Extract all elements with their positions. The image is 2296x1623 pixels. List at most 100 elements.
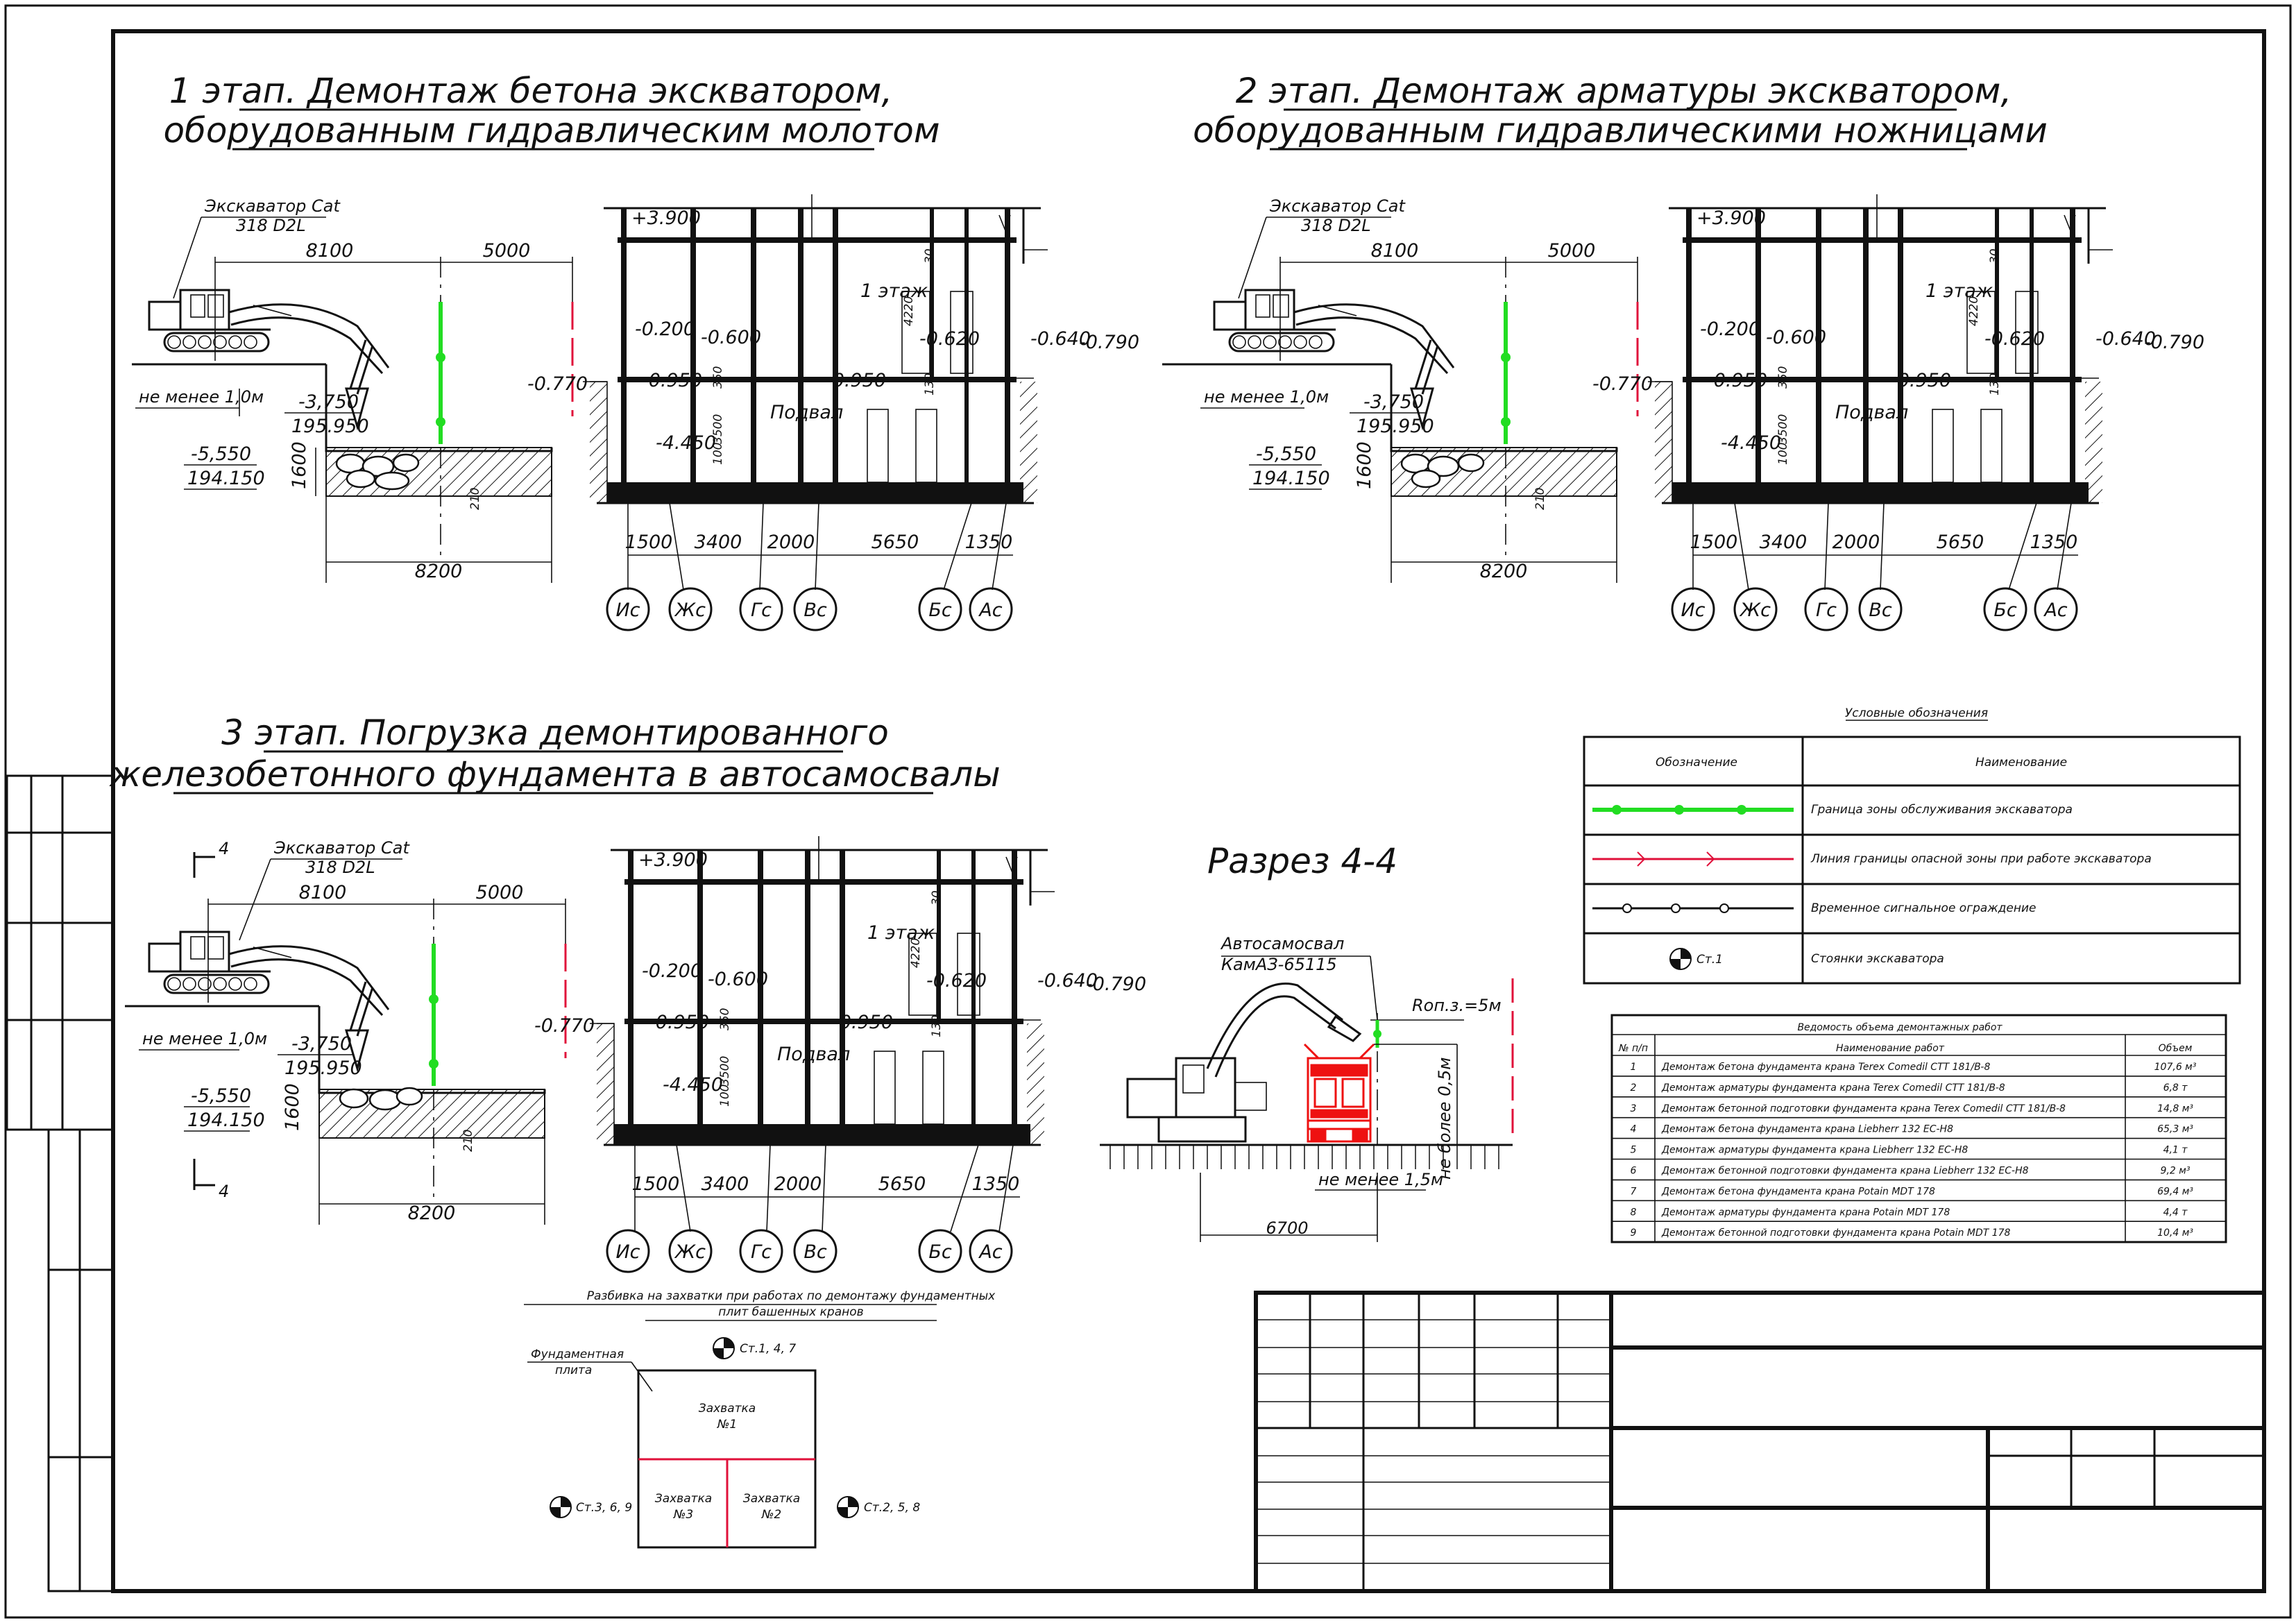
dim-4220-2: 4220 (1967, 296, 1981, 326)
level-3900-2: +3.900 (1697, 207, 1766, 229)
volumes-row-name: Демонтаж бетона фундамента крана Terex C… (1661, 1062, 1990, 1073)
dim-30-2: 30 (1988, 248, 2002, 264)
dim-4220-3: 4220 (909, 938, 923, 968)
stage1-title-line1: 1 этап. Демонтаж бетона экскватором, (169, 71, 893, 111)
truck-icon (1303, 1043, 1375, 1143)
volumes-row-num: 7 (1631, 1186, 1637, 1197)
basement-label-2: Подвал (1835, 402, 1908, 423)
level-0620-3: -0.620 (926, 970, 987, 992)
level-0770-3: -0.770 (534, 1015, 595, 1037)
dim-4220: 4220 (902, 296, 916, 326)
axis-Gs-3: Гс (751, 1241, 772, 1263)
basement-label-3: Подвал (777, 1044, 850, 1065)
span-1500-3: 1500 (632, 1173, 680, 1195)
stand-icon-147 (713, 1337, 735, 1359)
span-1500: 1500 (625, 532, 673, 553)
abs-195950: 195.950 (291, 416, 369, 437)
dim-6700: 6700 (1266, 1218, 1308, 1238)
dim-8200: 8200 (415, 561, 463, 582)
axis-Zhs-3: Жс (674, 1241, 706, 1263)
dim-210-3: 210 (461, 1130, 475, 1152)
dim-30-3: 30 (930, 890, 944, 906)
dim-3500-3: 3500 (718, 1056, 732, 1086)
volumes-row-name: Демонтаж арматуры фундамента крана Terex… (1661, 1082, 2005, 1094)
level-0950a-2: -0.950 (1707, 370, 1767, 391)
volumes-row-name: Демонтаж арматуры фундамента крана Potai… (1661, 1207, 1950, 1218)
plate-label-2: плита (555, 1363, 592, 1377)
volumes-row-num: 5 (1631, 1145, 1637, 1156)
stage2-title-line2: оборудованным гидравлическими ножницами (1193, 110, 2048, 151)
dim-350-2: 350 (1776, 366, 1790, 389)
dim-210-2: 210 (1533, 488, 1547, 510)
dim-350-3: 350 (718, 1008, 732, 1030)
dim-8200-3: 8200 (408, 1203, 456, 1224)
dim-8100-2: 8100 (1371, 240, 1419, 262)
span-1350-3: 1350 (972, 1173, 1020, 1195)
span-2000-2: 2000 (1832, 532, 1880, 553)
span-1500-2: 1500 (1690, 532, 1738, 553)
axis-Gs: Гс (751, 600, 772, 621)
level-0640: -0.640 (1030, 328, 1091, 350)
left-margin-stamp (6, 774, 114, 1592)
z2-label: Захватка (743, 1492, 800, 1506)
level-0200-2: -0.200 (1700, 318, 1760, 340)
dim-130-2: 130 (1988, 373, 2002, 396)
dim-8100: 8100 (306, 240, 354, 262)
axis-Zhs: Жс (674, 600, 706, 621)
rop-label: Rоп.з.=5м (1412, 996, 1502, 1015)
axis-Vs-2: Вс (1869, 600, 1892, 621)
dim-1600-3: 1600 (282, 1083, 303, 1131)
level-0790: -0.790 (1079, 332, 1139, 353)
stand-147: Ст.1, 4, 7 (740, 1342, 796, 1356)
level-4450-2: -4.450 (1721, 432, 1781, 454)
abs-194150: 194.150 (187, 468, 265, 489)
level-4450: -4.450 (656, 432, 716, 454)
section-4-4: Разрез 4-4 (1100, 841, 1514, 1242)
axis-Is-2: Ис (1681, 600, 1705, 621)
excavator-model-3: 318 D2L (305, 858, 375, 877)
volumes-row-volume: 6,8 т (2163, 1082, 2188, 1094)
floor1-label: 1 этаж (860, 280, 928, 302)
zahvatki-scheme: Разбивка на захватки при работах по демо… (524, 1289, 996, 1549)
axis-Is: Ис (615, 600, 640, 621)
stage1-title-line2: оборудованным гидравлическим молотом (163, 110, 939, 151)
abs-195950-2: 195.950 (1357, 416, 1434, 437)
level-3900: +3.900 (631, 207, 701, 229)
dim-210: 210 (468, 488, 482, 510)
axis-Is-3: Ис (615, 1241, 640, 1263)
z3-label: Захватка (655, 1492, 712, 1506)
level-0600: -0.600 (701, 327, 761, 348)
stage3-drawing: Экскаватор Cat 318 D2L 4 4 8100 5000 не … (125, 835, 1146, 1273)
excavator-model: 318 D2L (236, 216, 306, 235)
volumes-row-num: 2 (1631, 1082, 1637, 1094)
excavator-model-2: 318 D2L (1301, 216, 1371, 235)
dim-100: 100 (711, 443, 725, 465)
volumes-row-name: Демонтаж бетонной подготовки фундамента … (1661, 1103, 2066, 1114)
dim-5000-3: 5000 (476, 882, 524, 903)
axis-Zhs-2: Жс (1739, 600, 1771, 621)
level-5550-3: -5,550 (191, 1085, 251, 1107)
not-less-label-2: не менее 1,0м (1204, 387, 1329, 407)
axis-Bs-3: Бс (928, 1241, 952, 1263)
volumes-title: Ведомость объема демонтажных работ (1797, 1022, 2002, 1033)
floor1-label-2: 1 этаж (1925, 280, 1993, 302)
level-0600-2: -0.600 (1766, 327, 1826, 348)
legend-row-stands: Стоянки экскаватора (1811, 952, 1944, 966)
level-3750: -3,750 (298, 391, 359, 413)
level-0770-2: -0.770 (1592, 373, 1653, 395)
volumes-row-num: 8 (1631, 1207, 1637, 1218)
dim-130-3: 130 (930, 1015, 944, 1037)
zahvatki-title-2: плит башенных кранов (718, 1305, 863, 1319)
level-0950a: -0.950 (642, 370, 702, 391)
level-0200: -0.200 (635, 318, 695, 340)
dim-130: 130 (923, 373, 937, 396)
dim-5000-2: 5000 (1548, 240, 1596, 262)
level-0790-2: -0.790 (2144, 332, 2204, 353)
outer-border (4, 4, 2292, 1619)
level-5550: -5,550 (191, 443, 251, 465)
span-1350: 1350 (965, 532, 1013, 553)
section-title: Разрез 4-4 (1207, 841, 1397, 881)
volumes-row-volume: 4,4 т (2163, 1207, 2188, 1218)
abs-195950-3: 195.950 (284, 1057, 362, 1079)
